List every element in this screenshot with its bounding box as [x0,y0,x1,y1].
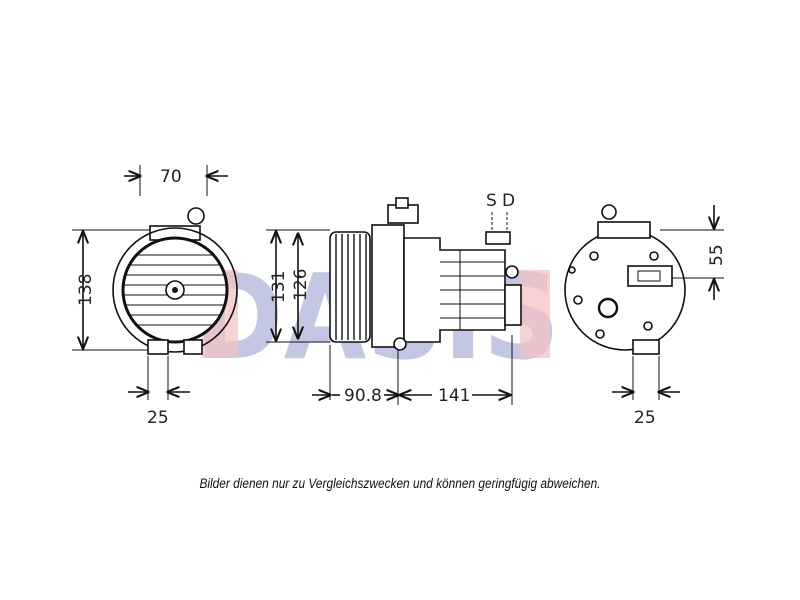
front-top-bolt [187,207,205,225]
port-label-s: S [486,191,497,211]
rear-bolt-2 [649,251,659,261]
rear-top-bracket [597,221,651,239]
side-connector-top [395,197,409,209]
front-shaft [172,287,178,293]
watermark-red-stroke-right [520,270,550,358]
rear-bolt-4 [643,321,653,331]
front-view: 70 138 25 [72,165,238,428]
rear-port-circle [597,297,619,319]
side-port-cap [485,231,511,245]
dim-55-label: 55 [707,244,727,266]
rear-connector-inner [637,270,661,282]
front-housing-outline [112,227,238,353]
rear-bolt-1 [589,251,599,261]
rear-bolt-3 [573,295,583,305]
dim-141-label: 141 [438,386,470,406]
side-pulley-grooves [335,234,367,340]
dim-25-left-label: 25 [147,408,169,428]
side-view: 131 126 S D [266,191,522,406]
rear-bolt-5 [595,329,605,339]
dim-138-label: 138 [76,274,96,306]
port-label-d: D [502,191,515,211]
rear-bolt-6 [568,266,576,274]
front-foot-left [147,339,169,355]
rear-foot [632,339,660,355]
side-front-housing [371,224,405,348]
dim-90-label: 90.8 [344,386,382,406]
dim-25-right-label: 25 [634,408,656,428]
side-body-ribs [440,250,505,330]
disclaimer-caption: Bilder dienen nur zu Vergleichszwecken u… [199,476,601,491]
rear-connector [627,265,673,287]
dim-126-label: 126 [291,269,311,301]
side-bottom-bolt [393,337,407,351]
side-valve [505,265,519,279]
rear-view: 55 25 [564,204,727,428]
front-foot-right [183,339,203,355]
side-rear-cover [504,284,522,326]
dim-70-label: 70 [160,167,182,187]
rear-housing-outline [564,229,686,351]
dim-131-label: 131 [269,271,289,303]
rear-top-bolt [601,204,617,220]
